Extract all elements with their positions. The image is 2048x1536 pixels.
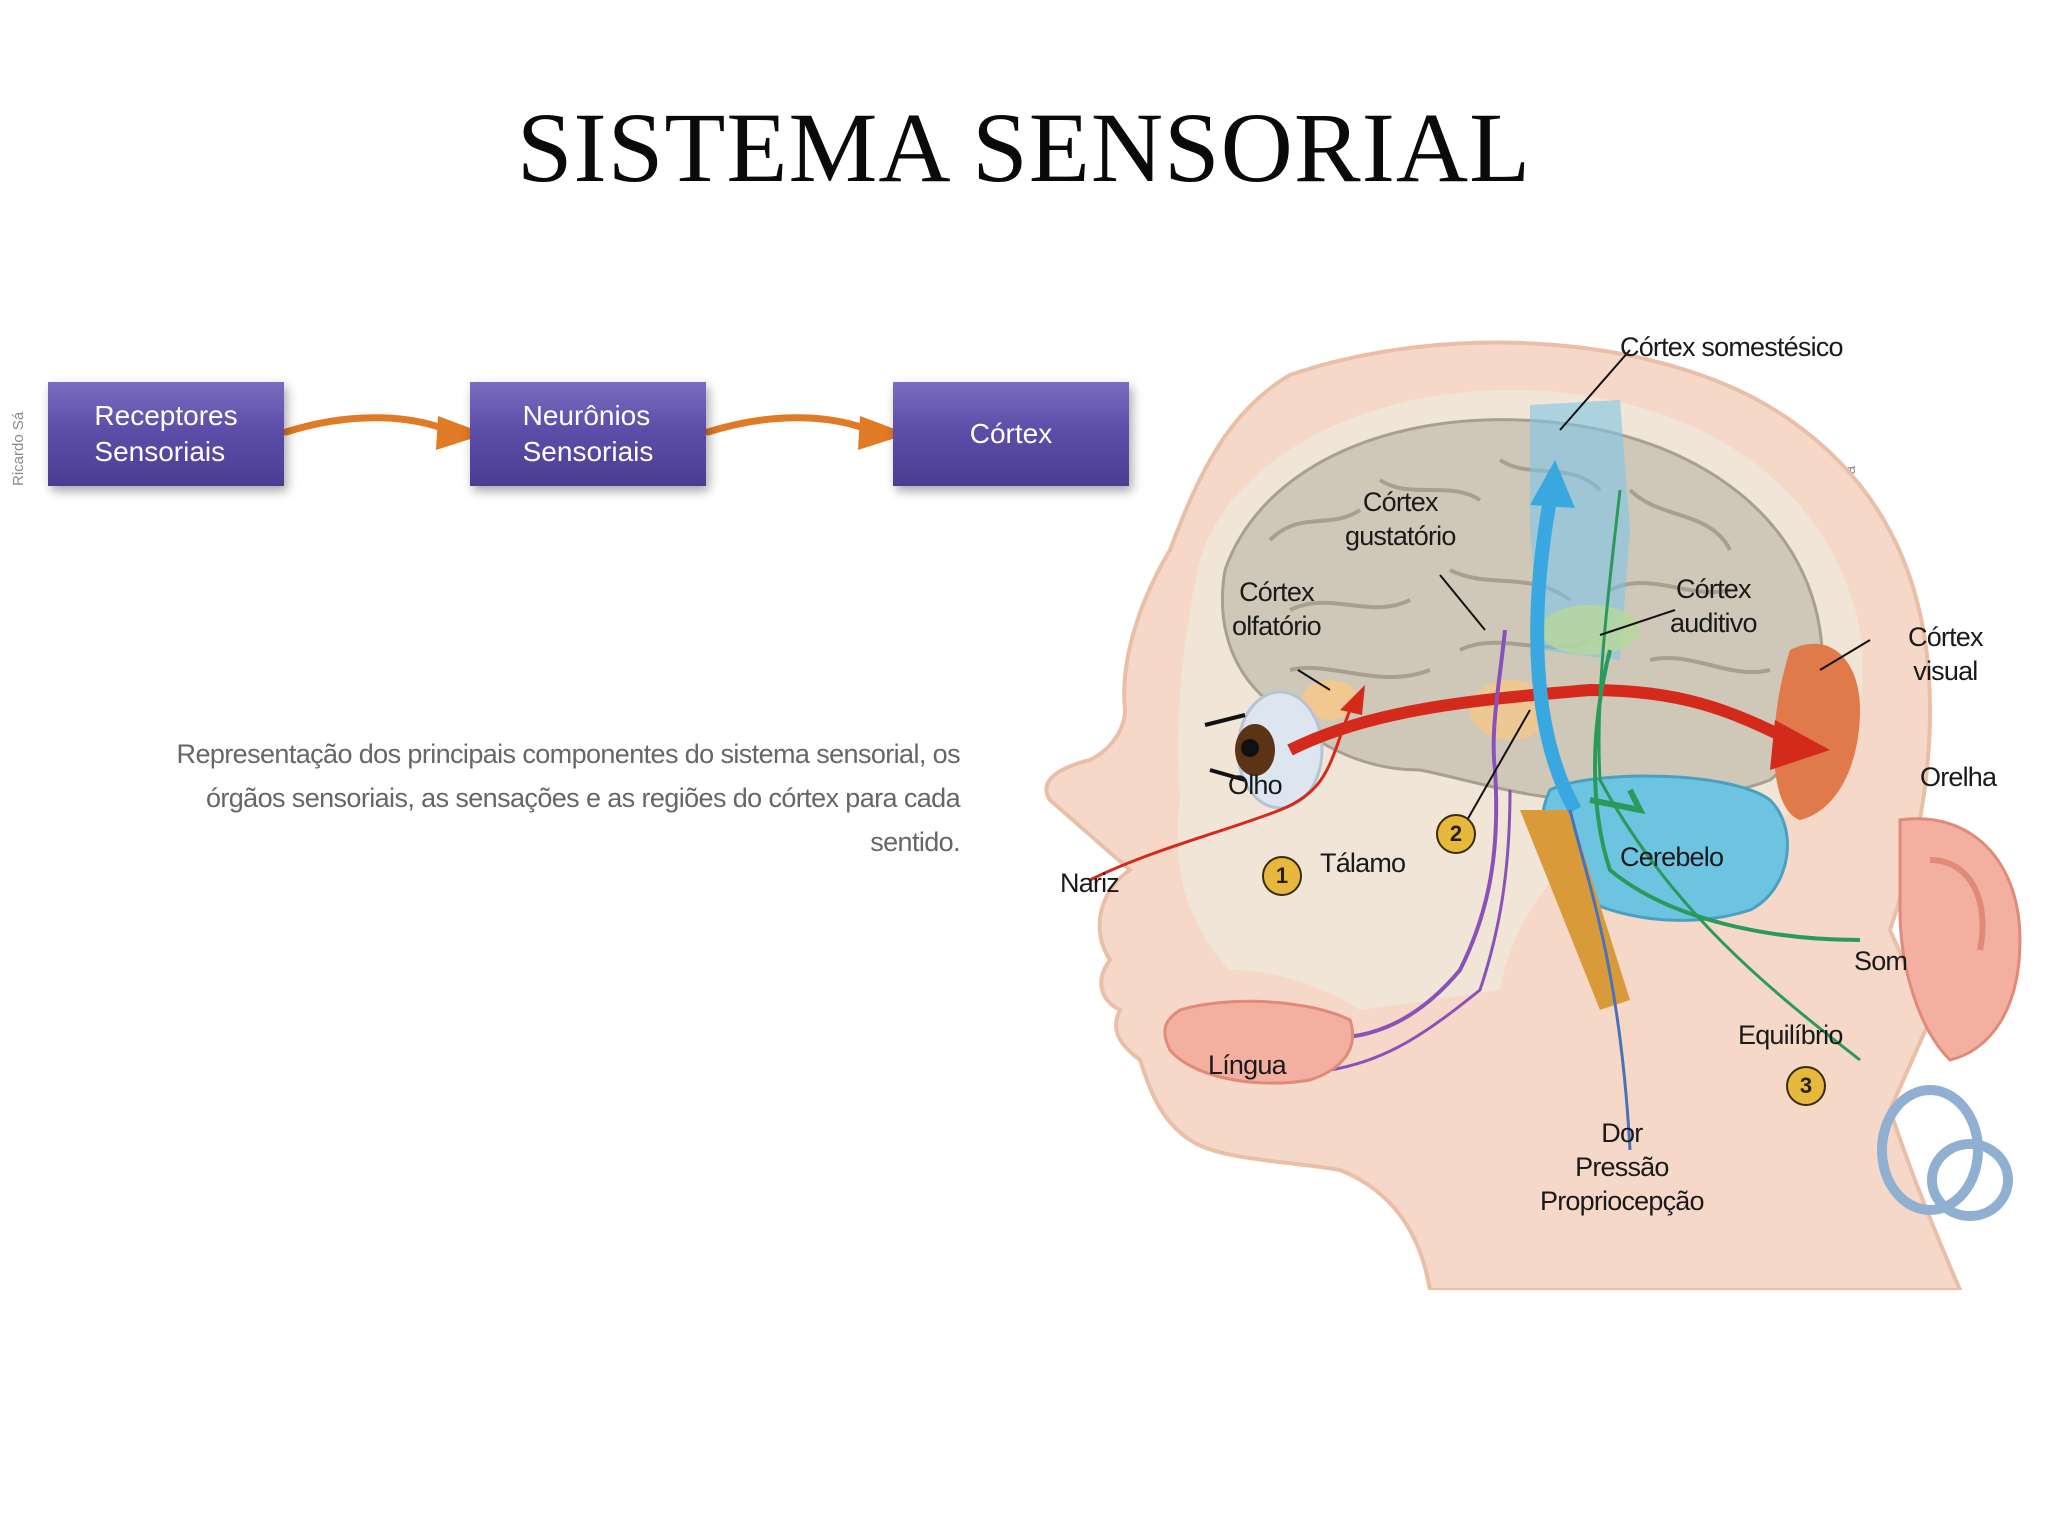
auditory-cortex-region	[1540, 605, 1640, 655]
brain	[1220, 418, 1824, 802]
label-cortex-olfatorio-line1: Córtex	[1239, 577, 1315, 607]
somesthetic-pathway	[1530, 460, 1582, 814]
label-equilibrio: Equilíbrio	[1738, 1020, 1843, 1050]
label-cortex-auditivo-line1: Córtex	[1675, 574, 1752, 604]
label-cortex-visual: Córtex visual	[1908, 620, 1984, 688]
head-illustration	[1044, 340, 2022, 1290]
brainstem	[1520, 810, 1630, 1010]
label-cortex-gustatorio: Córtex gustatório	[1345, 485, 1456, 553]
label-cortex-auditivo-line2: auditivo	[1670, 608, 1757, 638]
gustatory-pathway	[1289, 629, 1512, 1072]
label-olho: Olho	[1228, 770, 1283, 800]
label-dor-pressao-propriocepcao: Dor Pressão Propriocepção	[1540, 1116, 1705, 1218]
label-lingua: Língua	[1208, 1050, 1287, 1080]
badge-2: 2	[1436, 814, 1476, 854]
olfactory-pathway	[1089, 685, 1365, 882]
label-pressao: Pressão	[1575, 1152, 1669, 1182]
label-som: Som	[1854, 946, 1908, 976]
label-cortex-auditivo: Córtex auditivo	[1670, 572, 1757, 640]
visual-cortex-region	[1773, 643, 1860, 820]
label-cortex-gustatorio-line1: Córtex	[1362, 487, 1439, 517]
flow-box-receptores: Receptores Sensoriais	[48, 382, 284, 486]
flow-box-neuronios-line1: Neurônios	[522, 400, 651, 431]
eye	[1204, 690, 1324, 810]
page-title: SISTEMA SENSORIAL	[516, 92, 1532, 203]
label-propriocepcao: Propriocepção	[1540, 1186, 1705, 1216]
flow-box-receptores-line1: Receptores	[94, 400, 238, 431]
label-cortex-olfatorio: Córtex olfatório	[1232, 575, 1322, 643]
label-cerebelo: Cerebelo	[1620, 842, 1724, 872]
label-leaders	[1297, 349, 1871, 851]
tongue	[1163, 999, 1355, 1085]
label-dor: Dor	[1601, 1118, 1643, 1148]
inner-ear	[1877, 1085, 2013, 1221]
flow-box-cortex: Córtex	[893, 382, 1129, 486]
flow-box-cortex-label: Córtex	[969, 418, 1053, 449]
label-talamo: Tálamo	[1320, 848, 1406, 878]
badge-3: 3	[1786, 1066, 1826, 1106]
visual-pathway	[1287, 683, 1830, 770]
flow-box-receptores-line2: Sensoriais	[94, 436, 226, 467]
label-nariz: Nariz	[1060, 868, 1120, 898]
ear	[1898, 817, 2022, 1062]
diagram-caption: Representação dos principais componentes…	[176, 739, 961, 857]
label-cortex-olfatorio-line2: olfatório	[1232, 611, 1322, 641]
flow-arrow-2	[704, 414, 908, 450]
label-cortex-somestesico: Córtex somestésico	[1620, 332, 1843, 362]
flow-box-neuronios: Neurônios Sensoriais	[470, 382, 706, 486]
label-cortex-gustatorio-line2: gustatório	[1345, 521, 1456, 551]
flow-arrow-1	[282, 414, 486, 450]
label-cortex-visual-line2: visual	[1913, 656, 1978, 686]
badge-1: 1	[1262, 856, 1302, 896]
auditory-pathway	[1589, 489, 1861, 1062]
pain-pathway	[1568, 809, 1632, 1151]
label-orelha: Orelha	[1920, 762, 1997, 792]
flow-box-neuronios-line2: Sensoriais	[522, 436, 654, 467]
label-cortex-visual-line1: Córtex	[1908, 622, 1984, 652]
